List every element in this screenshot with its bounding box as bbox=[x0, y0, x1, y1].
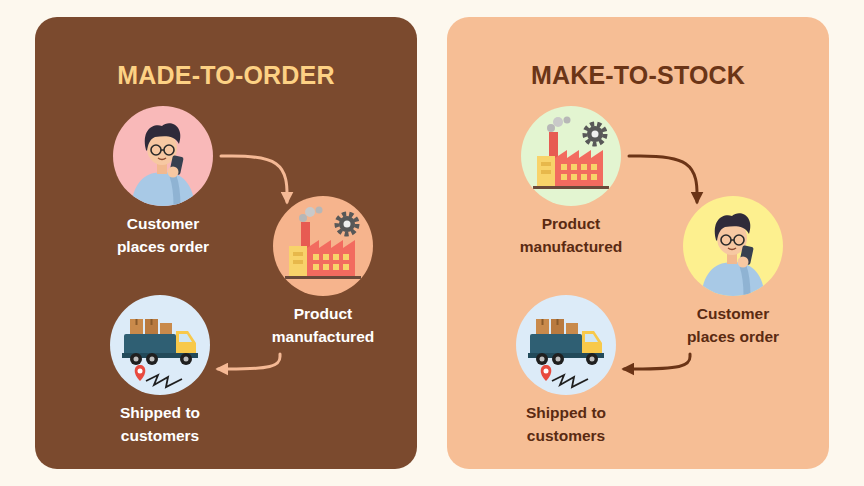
step-icon bbox=[122, 319, 198, 387]
step-illustration bbox=[683, 196, 783, 296]
step-icon bbox=[528, 319, 604, 387]
step-icon bbox=[533, 117, 609, 190]
method-panel: MADE-TO-ORDER Customer places orderProduc… bbox=[35, 17, 417, 469]
flow-arrow bbox=[624, 354, 690, 369]
step-circle bbox=[273, 196, 373, 296]
step-node: Product manufactured bbox=[506, 106, 636, 258]
step-label: Customer places order bbox=[675, 302, 791, 348]
step-label: Shipped to customers bbox=[102, 401, 218, 447]
step-icon bbox=[285, 207, 361, 280]
step-node: Customer places order bbox=[668, 196, 798, 348]
step-illustration bbox=[521, 106, 621, 206]
step-label: Customer places order bbox=[105, 212, 221, 258]
step-label: Product manufactured bbox=[265, 302, 381, 348]
method-panel: MAKE-TO-STOCK Product manufacturedCustome… bbox=[447, 17, 829, 469]
step-circle bbox=[521, 106, 621, 206]
step-illustration bbox=[110, 295, 210, 395]
step-illustration bbox=[516, 295, 616, 395]
step-node: Shipped to customers bbox=[95, 295, 225, 447]
flow-arrow bbox=[629, 156, 697, 202]
panel-heading: MADE-TO-ORDER bbox=[35, 17, 417, 90]
step-node: Product manufactured bbox=[258, 196, 388, 348]
step-icon bbox=[131, 123, 195, 206]
flow-arrow bbox=[218, 354, 280, 369]
step-label: Shipped to customers bbox=[508, 401, 624, 447]
step-circle bbox=[110, 295, 210, 395]
step-illustration bbox=[113, 106, 213, 206]
step-circle bbox=[516, 295, 616, 395]
step-node: Customer places order bbox=[98, 106, 228, 258]
step-node: Shipped to customers bbox=[501, 295, 631, 447]
step-icon bbox=[701, 213, 765, 296]
panel-heading: MAKE-TO-STOCK bbox=[447, 17, 829, 90]
step-label: Product manufactured bbox=[513, 212, 629, 258]
step-illustration bbox=[273, 196, 373, 296]
flow-arrow bbox=[221, 156, 287, 202]
